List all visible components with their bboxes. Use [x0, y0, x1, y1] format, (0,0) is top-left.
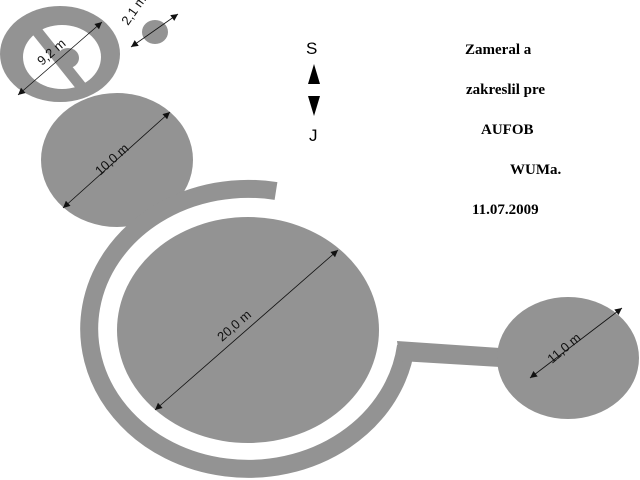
dimension-line-ring [17, 21, 103, 96]
dimension-line-large [154, 249, 339, 411]
outer-arc-ring [80, 179, 415, 478]
compass-up-arrow-icon [308, 64, 320, 84]
note-line-1: Zameral a [465, 42, 532, 58]
dimension-line-medium [62, 111, 171, 209]
compass-north-label: S [306, 39, 317, 58]
compass-south-label: J [309, 126, 318, 145]
note-line-4: WUMa. [510, 162, 562, 178]
dimension-line-small [130, 13, 179, 48]
note-line-3: AUFOB [481, 122, 534, 138]
dimension-line-right [529, 307, 623, 379]
note-line-2: zakreslil pre [466, 82, 546, 98]
note-date: 11.07.2009 [472, 202, 539, 218]
connector-path [397, 341, 500, 367]
dimension-label-small: 2,1 m [118, 0, 149, 28]
right-circle [497, 297, 639, 419]
compass-down-arrow-icon [308, 96, 320, 116]
